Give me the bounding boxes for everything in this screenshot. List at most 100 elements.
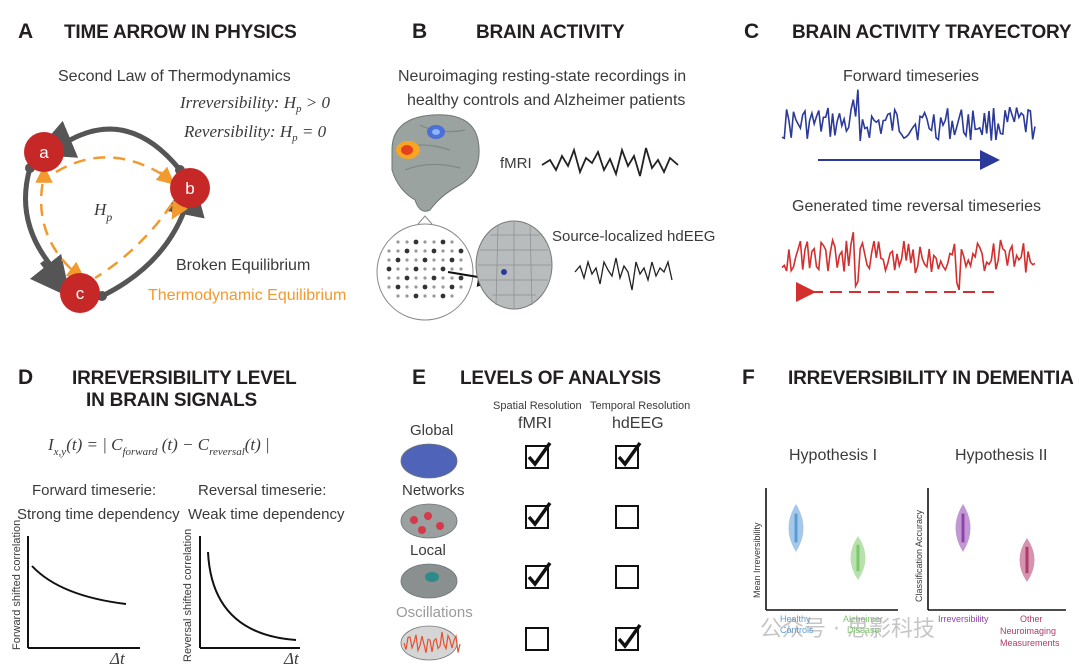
cycle-arc-ab bbox=[68, 126, 182, 172]
equilibrium-arc-bc bbox=[94, 203, 174, 280]
panel-c: C BRAIN ACTIVITY TRAYECTORY Forward time… bbox=[744, 20, 1072, 302]
panel-c-title: BRAIN ACTIVITY TRAYECTORY bbox=[792, 22, 1072, 43]
alzheimer-label-1: Alzheimer bbox=[843, 614, 883, 624]
equilibrium-arrow bbox=[171, 200, 188, 220]
analysis-row-label: Local bbox=[410, 542, 446, 559]
hypothesis-2-plot: Classification Accuracy Irreversibility … bbox=[914, 488, 1066, 648]
panel-d-title-2: IN BRAIN SIGNALS bbox=[86, 390, 257, 411]
forward-y-label: Forward shifted correlation bbox=[11, 520, 23, 650]
forward-x-label: Δt bbox=[109, 649, 126, 668]
hdeeg-column-header: hdEEG bbox=[612, 415, 664, 432]
reversal-plot-title-1: Reversal timeserie: bbox=[198, 482, 326, 499]
node-a bbox=[24, 132, 64, 172]
panel-b: B BRAIN ACTIVITY Neuroimaging resting-st… bbox=[376, 20, 715, 321]
brain-thumbnail bbox=[400, 625, 458, 661]
analysis-row: Networks bbox=[400, 482, 639, 539]
node-c bbox=[60, 273, 100, 313]
reversal-timeseries-label: Generated time reversal timeseries bbox=[792, 198, 1041, 215]
panel-c-letter: C bbox=[744, 20, 759, 43]
hdeeg-checkbox bbox=[615, 505, 639, 529]
broken-equilibrium-label: Broken Equilibrium bbox=[176, 257, 310, 274]
panel-e-title: LEVELS OF ANALYSIS bbox=[460, 368, 661, 389]
forward-decay-curve bbox=[31, 565, 127, 605]
fmri-check-icon bbox=[527, 561, 552, 587]
panel-b-description-1: Neuroimaging resting-state recordings in bbox=[398, 68, 686, 85]
analysis-row-label: Networks bbox=[402, 482, 465, 499]
node-b-label: b bbox=[185, 179, 194, 198]
alzheimer-label-2: Disease bbox=[847, 625, 880, 635]
node-c-label: c bbox=[76, 284, 85, 303]
panel-d: D IRREVERSIBILITY LEVEL IN BRAIN SIGNALS… bbox=[11, 366, 345, 668]
forward-correlation-plot: Forward shifted correlation Δt bbox=[11, 520, 140, 668]
fmri-check-icon bbox=[527, 501, 552, 527]
panel-a-letter: A bbox=[18, 20, 33, 43]
fmri-label: fMRI bbox=[500, 155, 532, 172]
fmri-checkbox bbox=[525, 627, 549, 651]
irreversibility-equation: Ix,y(t) = | Cforward (t) − Creversal(t) … bbox=[47, 435, 270, 458]
spatial-resolution-label: Spatial Resolution bbox=[493, 400, 582, 412]
node-a-label: a bbox=[39, 143, 49, 162]
watermark: 公众号 · 思影科技 bbox=[760, 617, 935, 642]
healthy-controls-label-2: Controls bbox=[780, 625, 814, 635]
thermodynamic-equilibrium-label: Thermodynamic Equilibrium bbox=[148, 287, 346, 304]
hypothesis-2-label: Hypothesis II bbox=[955, 447, 1047, 464]
fmri-column-header: fMRI bbox=[518, 415, 552, 432]
hdeeg-check-icon bbox=[617, 623, 642, 649]
panel-e: E LEVELS OF ANALYSIS Spatial Resolution … bbox=[396, 366, 690, 661]
analysis-row: Global bbox=[400, 422, 642, 479]
analysis-row-label: Oscillations bbox=[396, 604, 473, 621]
equilibrium-arc-ab bbox=[55, 156, 169, 180]
panel-b-title: BRAIN ACTIVITY bbox=[476, 22, 625, 43]
reversibility-condition: Reversibility: Hp = 0 bbox=[183, 122, 327, 144]
panel-e-letter: E bbox=[412, 366, 426, 389]
other-label-3: Measurements bbox=[1000, 638, 1060, 648]
hypothesis-2-y-label: Classification Accuracy bbox=[914, 509, 924, 602]
forward-timeseries bbox=[781, 89, 1036, 141]
panel-f: F IRREVERSIBILITY IN DEMENTIA Hypothesis… bbox=[742, 366, 1074, 648]
analysis-row: Oscillations bbox=[396, 604, 642, 661]
panel-a-title: TIME ARROW IN PHYSICS bbox=[64, 22, 297, 43]
panel-f-title: IRREVERSIBILITY IN DEMENTIA bbox=[788, 368, 1074, 389]
fmri-signal bbox=[541, 146, 679, 177]
analysis-row-label: Global bbox=[410, 422, 453, 439]
panel-d-title-1: IRREVERSIBILITY LEVEL bbox=[72, 368, 297, 389]
entropy-label: Hp bbox=[93, 200, 112, 224]
hdeeg-check-icon bbox=[617, 441, 642, 467]
hdeeg-signal bbox=[574, 257, 673, 291]
healthy-controls-label-1: Healthy bbox=[780, 614, 811, 624]
forward-timeseries-label: Forward timeseries bbox=[843, 68, 979, 85]
irreversibility-condition: Irreversibility: Hp > 0 bbox=[179, 93, 330, 115]
equilibrium-arrow bbox=[155, 166, 175, 185]
brain-thumbnail bbox=[400, 443, 458, 479]
hypothesis-1-plot: Mean Irreversibility Healthy Controls Al… bbox=[752, 488, 898, 635]
hdeeg-checkbox bbox=[615, 565, 639, 589]
fmri-check-icon bbox=[527, 441, 552, 467]
equilibrium-arrow bbox=[65, 261, 85, 280]
panel-a: A TIME ARROW IN PHYSICS Second Law of Th… bbox=[18, 20, 346, 313]
source-brain-mesh bbox=[475, 220, 553, 310]
brain-thumbnail bbox=[400, 503, 458, 539]
second-law-text: Second Law of Thermodynamics bbox=[58, 68, 291, 85]
other-label-1: Other bbox=[1020, 614, 1043, 624]
panel-b-description-2: healthy controls and Alzheimer patients bbox=[407, 92, 685, 109]
reversal-decay-curve bbox=[207, 551, 297, 641]
equilibrium-arc-ca bbox=[39, 175, 71, 269]
reversal-y-label: Reversal shifted correlation bbox=[182, 529, 194, 662]
hdeeg-label: Source-localized hdEEG bbox=[552, 228, 715, 245]
analysis-row: Local bbox=[400, 542, 639, 599]
eeg-electrode-layout bbox=[376, 215, 474, 321]
fmri-brain-image bbox=[391, 114, 480, 212]
panel-f-letter: F bbox=[742, 366, 755, 389]
irreversibility-x-label: Irreversibility bbox=[938, 614, 989, 624]
other-label-2: Neuroimaging bbox=[1000, 626, 1056, 636]
forward-plot-title-1: Forward timeserie: bbox=[32, 482, 156, 499]
reversal-correlation-plot: Reversal shifted correlation Δt bbox=[182, 529, 300, 668]
reversal-timeseries bbox=[781, 232, 1036, 291]
temporal-resolution-label: Temporal Resolution bbox=[590, 400, 690, 412]
hypothesis-1-y-label: Mean Irreversibility bbox=[752, 522, 762, 598]
panel-d-letter: D bbox=[18, 366, 33, 389]
reversal-plot-title-2: Weak time dependency bbox=[188, 506, 345, 523]
panel-b-letter: B bbox=[412, 20, 427, 43]
forward-plot-title-2: Strong time dependency bbox=[17, 506, 180, 523]
